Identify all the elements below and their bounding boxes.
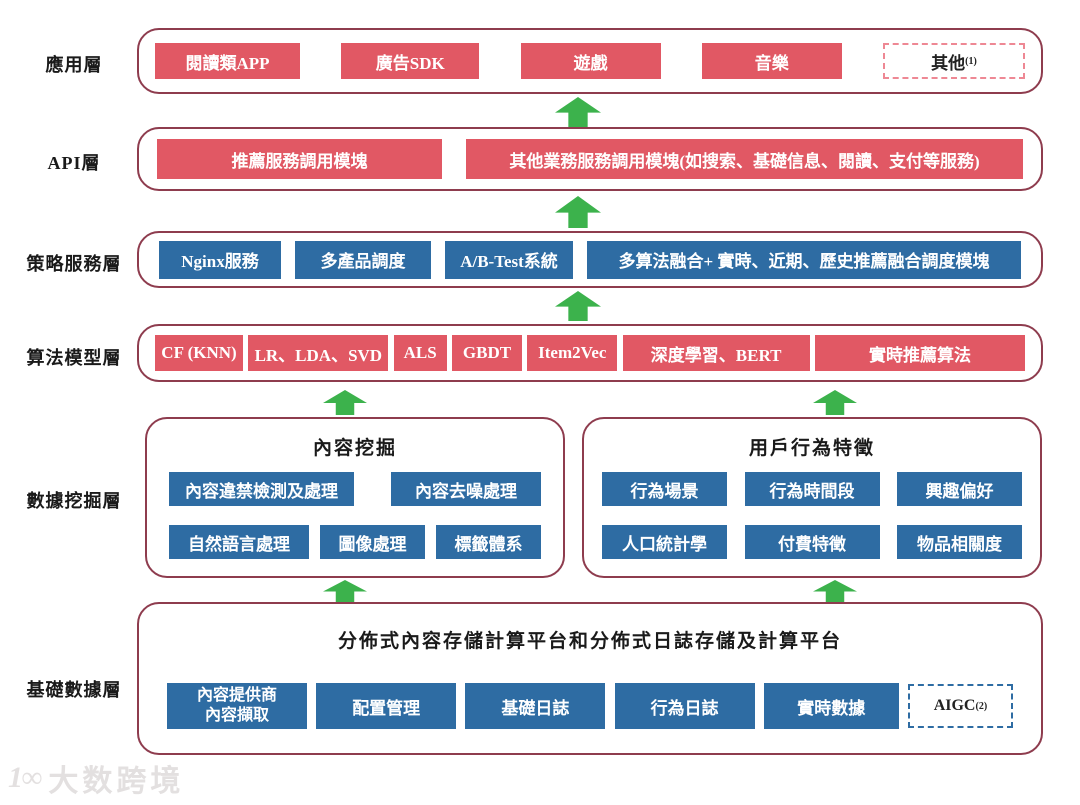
app-layer-container: 閱讀類APP 廣告SDK 遊戲 音樂 其他(1) [137, 28, 1043, 94]
strategy-layer-container: Nginx服務 多產品調度 A/B-Test系統 多算法融合+ 實時、近期、歷史… [137, 231, 1043, 288]
box-other-services: 其他業務服務調用模塊(如搜索、基礎信息、閱讀、支付等服務) [466, 139, 1023, 179]
watermark-text: 大数跨境 [48, 765, 185, 798]
up-arrow-app [555, 97, 601, 127]
box-realtime-data: 實時數據 [763, 683, 899, 729]
box-ad-sdk: 廣告SDK [341, 43, 480, 79]
box-recommend-service: 推薦服務調用模塊 [157, 139, 442, 179]
up-arrow-mining-right [813, 390, 857, 415]
box-image-process: 圖像處理 [320, 525, 425, 559]
box-content-provider-line2: 內容擷取 [204, 707, 269, 724]
watermark: 1∞ 大数跨境 [8, 756, 184, 800]
up-arrow-mining-left [323, 390, 367, 415]
base-platform-title: 分佈式內容存儲計算平台和分佈式日誌存儲及計算平台 [337, 631, 842, 652]
layer-label-base: 基礎數據層 [26, 680, 122, 700]
box-cf-knn: CF (KNN) [155, 335, 243, 371]
box-lr-lda-svd: LR、LDA、SVD [248, 335, 389, 371]
box-behavior-scene: 行為場景 [602, 472, 727, 506]
content-mining-group: 內容挖掘 內容違禁檢測及處理 內容去噪處理 自然語言處理 圖像處理 標籤體系 [145, 417, 565, 578]
up-arrow-api [555, 196, 601, 228]
box-nlp: 自然語言處理 [169, 525, 309, 559]
up-arrow-base-left [323, 580, 367, 602]
user-behavior-title: 用戶行為特徵 [748, 438, 875, 459]
box-aigc: AIGC(2) [907, 684, 1013, 728]
layer-label-app: 應用層 [45, 55, 103, 75]
box-scheduling: 多產品調度 [295, 240, 431, 279]
box-realtime-algorithm: 實時推薦算法 [814, 335, 1025, 371]
box-aigc-footnote: (2) [975, 700, 988, 712]
content-mining-title: 內容挖掘 [312, 438, 397, 459]
box-content-provider-line1: 內容提供商 [196, 687, 277, 704]
box-ab-test: A/B-Test系統 [445, 240, 573, 279]
box-content-provider: 內容提供商 內容擷取 [167, 683, 307, 729]
box-demographics: 人口統計學 [602, 525, 727, 559]
box-nginx: Nginx服務 [159, 240, 281, 279]
box-multi-fusion: 多算法融合+ 實時、近期、歷史推薦融合調度模塊 [587, 240, 1021, 279]
box-item-relevance: 物品相關度 [897, 525, 1022, 559]
user-behavior-group: 用戶行為特徵 行為場景 行為時間段 興趣偏好 人口統計學 付費特徵 物品相關度 [582, 417, 1042, 578]
box-music: 音樂 [701, 43, 842, 79]
box-reading-app: 閱讀類APP [155, 43, 300, 79]
box-behavior-logs: 行為日誌 [614, 683, 755, 729]
box-content-denoise: 內容去噪處理 [391, 472, 541, 506]
algorithm-layer-container: CF (KNN) LR、LDA、SVD ALS GBDT Item2Vec 深度… [137, 324, 1043, 382]
box-config-mgmt: 配置管理 [316, 683, 457, 729]
layer-label-mining: 數據挖掘層 [26, 491, 122, 511]
up-arrow-base-right [813, 580, 857, 602]
box-als: ALS [393, 335, 447, 371]
box-aigc-label: AIGC [933, 697, 976, 714]
layer-label-api: API層 [47, 153, 101, 173]
box-content-ban-detect: 內容違禁檢測及處理 [169, 472, 354, 506]
box-payment-feature: 付費特徵 [744, 525, 880, 559]
box-item2vec: Item2Vec [527, 335, 618, 371]
box-other-label: 其他 [931, 53, 966, 73]
box-other: 其他(1) [883, 43, 1025, 79]
layer-label-strategy: 策略服務層 [26, 254, 122, 274]
box-tag-system: 標籤體系 [436, 525, 541, 559]
base-data-layer-container: 分佈式內容存儲計算平台和分佈式日誌存儲及計算平台 內容提供商 內容擷取 配置管理… [137, 602, 1043, 755]
box-games: 遊戲 [520, 43, 661, 79]
up-arrow-strategy [555, 291, 601, 321]
watermark-logo: 1∞ [8, 761, 42, 794]
box-other-footnote: (1) [965, 55, 977, 67]
layer-label-algorithm: 算法模型層 [26, 348, 122, 368]
box-gbdt: GBDT [451, 335, 522, 371]
box-deep-learning-bert: 深度學習、BERT [622, 335, 810, 371]
api-layer-container: 推薦服務調用模塊 其他業務服務調用模塊(如搜索、基礎信息、閱讀、支付等服務) [137, 127, 1043, 191]
box-interest: 興趣偏好 [897, 472, 1022, 506]
box-behavior-time: 行為時間段 [744, 472, 880, 506]
box-basic-logs: 基礎日誌 [465, 683, 606, 729]
